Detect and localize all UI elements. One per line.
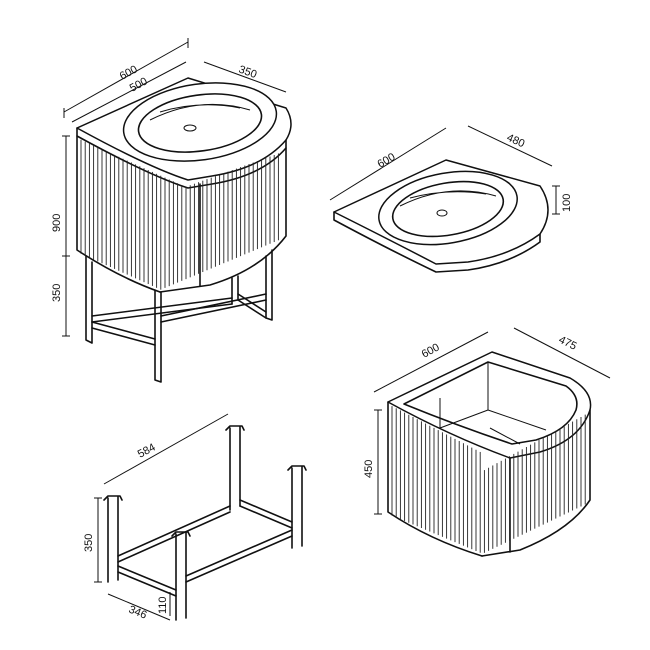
vanity-dim-height-total: 900 — [51, 214, 63, 232]
vanity-flutes — [80, 139, 279, 290]
vanity-basin-inner — [137, 93, 263, 153]
frame-dim-foot: 110 — [157, 596, 169, 614]
cabinet-flutes — [391, 406, 586, 553]
frame-dimensions — [94, 413, 229, 621]
basin-top-view: 600 480 100 — [329, 125, 573, 273]
basin-top-drain — [436, 209, 448, 217]
cabinet-view: 600 475 450 — [363, 327, 611, 557]
vanity-cabinet-left — [76, 135, 161, 293]
basin-top-inner — [391, 180, 505, 238]
vanity-basin-drain — [183, 124, 197, 132]
frame-dim-height: 350 — [83, 534, 95, 552]
cabinet-right-side — [481, 409, 591, 557]
cabinet-inner-walls — [439, 362, 547, 445]
basin-top-rim — [378, 170, 518, 246]
vanity-dim-depth: 350 — [237, 64, 258, 82]
basin-top-shading — [399, 190, 497, 207]
basin-top-edge — [333, 211, 541, 273]
frame-leg-front-right-post — [171, 531, 191, 621]
cabinet-dim-depth: 475 — [557, 334, 579, 353]
frame-leg-front-left-post — [103, 495, 123, 583]
cabinet-left-side — [387, 401, 483, 557]
frame-dim-width: 584 — [136, 441, 158, 460]
cabinet-dimensions — [373, 327, 611, 515]
vanity-dimensions — [62, 38, 287, 337]
basin-top-dim-thickness: 100 — [561, 194, 573, 212]
vanity-legs — [85, 249, 273, 383]
basin-top-dim-width: 600 — [376, 151, 398, 171]
cabinet-dim-height: 450 — [363, 460, 375, 478]
vanity-cabinet-right — [159, 147, 287, 293]
frame-leg-back-left-post — [225, 425, 245, 511]
frame-leg-back-right-post — [287, 465, 307, 549]
vanity-dim-leg-height: 350 — [51, 284, 63, 302]
frame-dim-depth: 346 — [127, 604, 149, 622]
basin-top-dimensions — [329, 125, 560, 215]
vanity-basin-shading — [149, 103, 251, 121]
full-vanity-view: 600 500 350 900 350 — [51, 38, 292, 383]
frame-view: 584 350 346 110 — [83, 413, 307, 622]
basin-top-dim-depth: 480 — [505, 132, 527, 150]
frame-rails — [117, 499, 293, 597]
